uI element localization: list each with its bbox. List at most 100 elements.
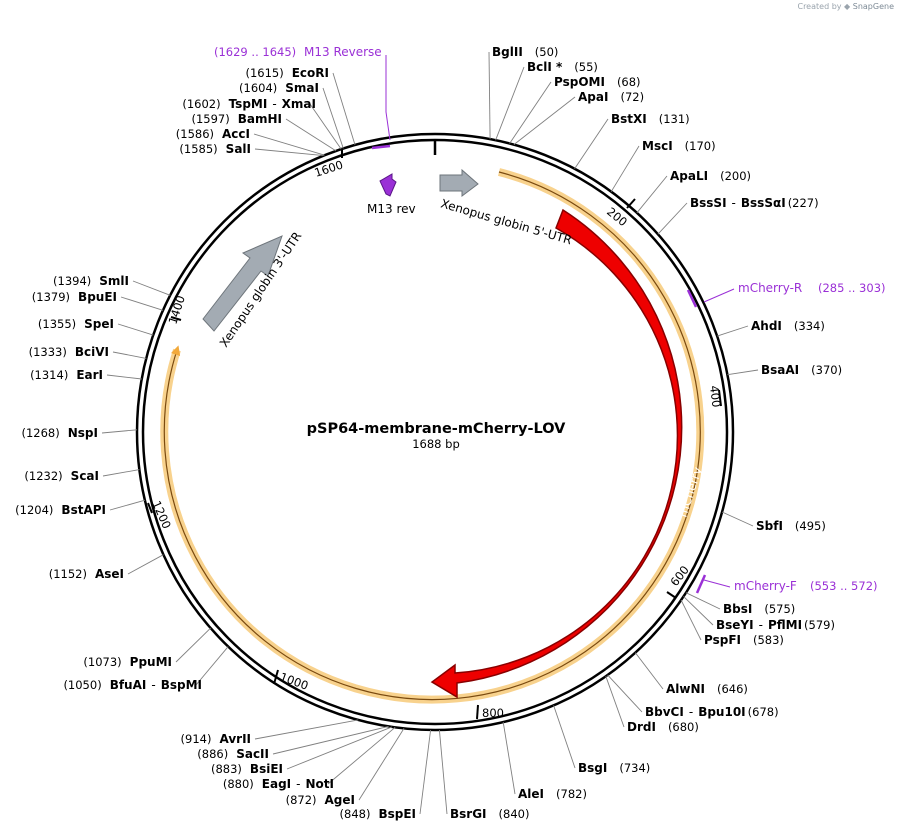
enzyme-name: SmlI (99, 274, 129, 288)
enzyme-name: ScaI (71, 469, 99, 483)
inner-ticks (147, 148, 722, 720)
enzyme-site: BseYI-PflMI(579) (716, 618, 835, 632)
enzyme-name: BsgI (578, 761, 607, 775)
enzyme-leader-line (610, 145, 640, 192)
enzyme-name: SacII (236, 747, 269, 761)
xenopus-5utr-arrow-icon (439, 168, 479, 197)
enzyme-position: (1604) (239, 81, 277, 95)
enzyme-position: (1268) (22, 426, 60, 440)
enzyme-site: SmaI(1604) (239, 81, 319, 95)
enzyme-position: (1152) (49, 567, 87, 581)
enzyme-leader-lines (101, 51, 759, 815)
enzyme-position: (1597) (191, 112, 229, 126)
enzyme-leader-line (101, 429, 138, 434)
enzyme-leader-line (175, 627, 211, 663)
enzyme-name-b: BspMI (161, 678, 202, 692)
enzyme-position: (680) (668, 720, 699, 734)
primer-range: (553 .. 572) (810, 579, 878, 593)
enzyme-position: (72) (620, 90, 644, 104)
primer-label-mcherry-f: mCherry-F (553 .. 572) (734, 579, 878, 593)
enzyme-name-b: Bpu10I (698, 705, 745, 719)
enzyme-name: ApaI (578, 90, 608, 104)
enzyme-leader-line (683, 596, 714, 626)
enzyme-name: AseI (95, 567, 124, 581)
enzyme-name: SbfI (756, 519, 783, 533)
enzyme-position: (495) (795, 519, 826, 533)
enzyme-site: AgeI(872) (286, 793, 355, 807)
primer-marks (371, 55, 735, 594)
enzyme-name: BciVI (75, 345, 109, 359)
enzyme-separator: - (272, 97, 276, 111)
mcherry-label: mCherry (676, 465, 705, 519)
snapgene-logo-icon: ◆ (844, 2, 851, 11)
m13-rev-label: M13 rev (367, 202, 416, 216)
enzyme-position: (583) (753, 633, 784, 647)
enzyme-leader-line (438, 729, 448, 815)
enzyme-leader-line (502, 722, 516, 795)
enzyme-position: (872) (286, 793, 317, 807)
enzyme-position: (1314) (30, 368, 68, 382)
enzyme-labels: BglII(50)BclI *(55)PspOMI(68)ApaI(72)Bst… (15, 45, 842, 821)
enzyme-site: BstXI(131) (611, 112, 690, 126)
enzyme-position: (886) (197, 747, 228, 761)
enzyme-site: PspOMI(68) (554, 75, 641, 89)
enzyme-site: SacII (886) (197, 747, 269, 761)
enzyme-leader-line (109, 499, 146, 511)
enzyme-position: (880) (223, 777, 254, 791)
plasmid-name: pSP64-membrane-mCherry-LOV (307, 421, 567, 437)
enzyme-leader-line (286, 726, 393, 770)
enzyme-leader-line (634, 652, 664, 690)
enzyme-leader-line (195, 646, 229, 686)
enzyme-position: (1394) (53, 274, 91, 288)
enzyme-leader-line (488, 51, 491, 140)
enzyme-leader-line (513, 96, 576, 145)
xenopus-3utr-arrow-icon (202, 235, 283, 332)
enzyme-leader-line (253, 133, 325, 156)
enzyme-site: ApaI (72) (578, 90, 644, 104)
enzyme-leader-line (636, 175, 668, 214)
enzyme-position: (227) (788, 196, 819, 210)
enzyme-site: BssSI-BssSαI(227) (690, 196, 819, 210)
enzyme-site: SalI(1585) (179, 142, 251, 156)
enzyme-name: BsrGI (450, 807, 487, 821)
enzyme-leader-line (132, 280, 171, 296)
enzyme-site: AseI (1152) (49, 567, 124, 581)
enzyme-leader-line (102, 469, 140, 477)
enzyme-site: MscI(170) (642, 139, 716, 153)
enzyme-position: (646) (717, 682, 748, 696)
tick-800: 800 (482, 706, 504, 720)
enzyme-site: PpuMI(1073) (83, 655, 172, 669)
enzyme-name: BsaAI (761, 363, 799, 377)
enzyme-position: (579) (804, 618, 835, 632)
enzyme-name: BseYI-PflMI (716, 618, 802, 632)
enzyme-leader-line (419, 729, 432, 815)
enzyme-name: AleI (518, 787, 544, 801)
tick-600: 600 (667, 563, 692, 589)
enzyme-site: AhdI(334) (751, 319, 825, 333)
enzyme-site: EcoRI(1615) (245, 66, 329, 80)
enzyme-leader-line (721, 511, 754, 527)
enzyme-name: DrdI (627, 720, 656, 734)
enzyme-position: (200) (720, 169, 751, 183)
enzyme-position: (55) (574, 60, 598, 74)
enzyme-site: TspMI-XmaI(1602) (182, 97, 316, 111)
enzyme-name: BssSI-BssSαI (690, 196, 786, 210)
enzyme-separator: - (732, 196, 736, 210)
enzyme-position: (848) (340, 807, 371, 821)
enzyme-name-b: PflMI (768, 618, 802, 632)
enzyme-site: BfuAI-BspMI(1050) (63, 678, 202, 692)
enzyme-site: BsrGI(840) (450, 807, 529, 821)
enzyme-leader-line (322, 87, 344, 149)
snapgene-credit: Created by ◆ SnapGene (797, 2, 894, 11)
enzyme-site: PspFI(583) (704, 633, 784, 647)
enzyme-name-b: BssSαI (741, 196, 786, 210)
enzyme-site: BciVI(1333) (29, 345, 109, 359)
enzyme-name: PspOMI (554, 75, 605, 89)
enzyme-name: AvrII (219, 732, 251, 746)
enzyme-leader-line (358, 728, 405, 801)
enzyme-leader-line (553, 705, 576, 769)
enzyme-leader-line (607, 674, 643, 713)
enzyme-name: AlwNI (666, 682, 705, 696)
enzyme-separator: - (296, 777, 300, 791)
enzyme-leader-line (509, 81, 552, 144)
